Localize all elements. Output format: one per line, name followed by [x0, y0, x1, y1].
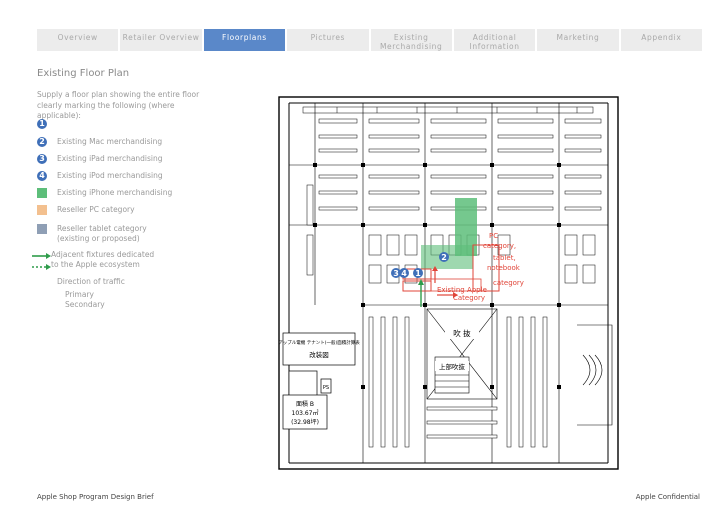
legend-row-tablet: Reseller tablet category (existing or pr…	[37, 224, 167, 244]
legend-label-pc: Reseller PC category	[57, 205, 135, 214]
plan-marker-4: 4	[401, 269, 407, 278]
annotation-apple-category: Category	[453, 294, 485, 302]
annotation-notebook: notebook	[487, 264, 521, 272]
marker-4-icon: 4	[37, 171, 47, 181]
section-nav: Overview Retailer Overview Floorplans Pi…	[37, 29, 702, 51]
area-m2: 103.67㎡	[292, 409, 319, 417]
plan-markers: 2 3 4 1	[391, 252, 449, 278]
central-void	[426, 308, 498, 400]
tab-pictures[interactable]: Pictures	[287, 29, 369, 51]
tab-retailer-overview[interactable]: Retailer Overview	[120, 29, 202, 51]
legend-row-pc: Reseller PC category	[37, 205, 135, 215]
tab-overview[interactable]: Overview	[37, 29, 119, 51]
legend-label-iphone: Existing iPhone merchandising	[57, 188, 173, 197]
legend-label-ipad: Existing iPad merchandising	[57, 154, 163, 163]
grey-square-icon	[37, 224, 47, 234]
annotation-existing-apple: Existing Apple	[437, 286, 487, 294]
legend-row-traffic: Direction of traffic	[57, 277, 125, 287]
area-label: 面積 B	[296, 400, 314, 408]
ps-label: PS	[323, 385, 329, 391]
floor-plan: 2 3 4 1 PC category, tablet, notebook ca…	[278, 96, 619, 470]
legend-row-mac: 2 Existing Mac merchandising	[37, 137, 162, 147]
legend-label-ipod: Existing iPod merchandising	[57, 171, 163, 180]
legend-row-1: 1	[37, 119, 47, 129]
plan-annotations: PC category, tablet, notebook category E…	[437, 232, 524, 302]
traffic-arrows-icon	[32, 253, 51, 270]
annotation-category-2: category	[493, 279, 524, 287]
legend-row-ipad: 3 Existing iPad merchandising	[37, 154, 163, 164]
footer-left: Apple Shop Program Design Brief	[37, 493, 154, 501]
legend-label-tablet: Reseller tablet category (existing or pr…	[57, 224, 147, 243]
orange-square-icon	[37, 205, 47, 215]
intro-text: Supply a floor plan showing the entire f…	[37, 90, 200, 120]
legend-label-secondary: Secondary	[65, 300, 105, 309]
annotation-tablet: tablet,	[493, 254, 516, 262]
traffic-arrows	[418, 266, 458, 307]
stair-label: 上部吹抜	[439, 362, 466, 371]
marker-2-icon: 2	[37, 137, 47, 147]
top-wall	[302, 106, 594, 114]
legend-label-mac: Existing Mac merchandising	[57, 137, 163, 146]
legend-row-primary: Primary	[65, 290, 94, 300]
page-title: Existing Floor Plan	[37, 68, 130, 79]
marker-1-icon: 1	[37, 119, 47, 129]
legend-label-traffic: Direction of traffic	[57, 277, 125, 286]
legend-label-primary: Primary	[65, 290, 94, 299]
footer-right: Apple Confidential	[635, 493, 700, 501]
area-tsubo: (32.98坪)	[291, 418, 319, 426]
tab-existing-merchandising[interactable]: Existing Merchandising	[370, 29, 452, 51]
fixture-blocks	[306, 184, 596, 284]
area-block-title: アップル電機 テナント(一般)面積計算表	[278, 339, 360, 346]
shelving-upper	[318, 118, 602, 211]
void-label: 吹 抜	[453, 328, 471, 338]
plan-marker-3: 3	[393, 269, 399, 278]
marker-3-icon: 3	[37, 154, 47, 164]
plan-marker-2: 2	[441, 253, 447, 262]
tab-floorplans[interactable]: Floorplans	[203, 29, 286, 51]
shelving-lower	[368, 316, 548, 448]
tab-appendix[interactable]: Appendix	[620, 29, 702, 51]
annotation-pc: PC	[489, 232, 498, 240]
annotation-category: category,	[483, 242, 516, 250]
legend-row-iphone: Existing iPhone merchandising	[37, 188, 172, 198]
columns	[313, 163, 561, 389]
area-block	[282, 332, 356, 430]
plan-marker-1: 1	[415, 269, 421, 278]
green-square-icon	[37, 188, 47, 198]
right-stair	[577, 324, 613, 426]
legend-row-secondary: Secondary	[65, 300, 105, 310]
legend-row-ipod: 4 Existing iPod merchandising	[37, 171, 163, 181]
area-block-subtitle: 改装図	[309, 350, 329, 359]
legend-label-adjacent: Adjacent fixtures dedicated to the Apple…	[51, 250, 155, 269]
tab-additional-information[interactable]: Additional Information	[453, 29, 536, 51]
tab-marketing[interactable]: Marketing	[537, 29, 619, 51]
legend-row-adjacent: Adjacent fixtures dedicated to the Apple…	[32, 250, 161, 272]
